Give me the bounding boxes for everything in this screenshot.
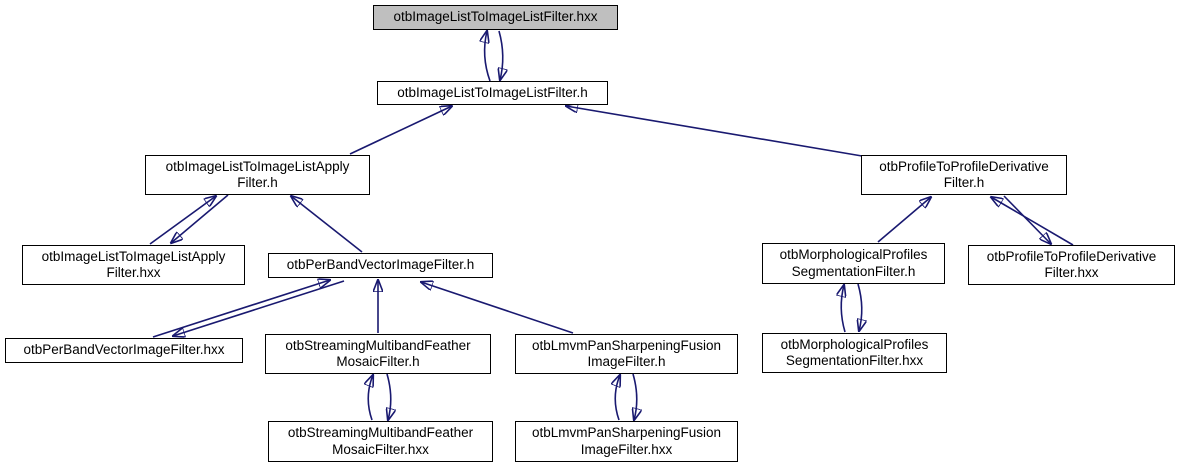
node-otbMorphologicalProfilesSegmentationFilter-hxx[interactable]: otbMorphologicalProfiles SegmentationFil… <box>762 333 947 373</box>
node-otbImageListToImageListApplyFilter-h[interactable]: otbImageListToImageListApply Filter.h <box>145 155 370 195</box>
node-otbPerBandVectorImageFilter-hxx[interactable]: otbPerBandVectorImageFilter.hxx <box>5 338 243 363</box>
edge-n2-n1 <box>485 31 491 82</box>
edge-n8-n4 <box>991 197 1074 246</box>
edge-n14-n11 <box>615 375 620 421</box>
edge-n5-n3 <box>149 196 216 245</box>
node-otbImageListToImageListApplyFilter-hxx[interactable]: otbImageListToImageListApply Filter.hxx <box>22 245 245 285</box>
edge-n13-n10 <box>368 375 373 421</box>
edge-n7-n4 <box>877 197 931 243</box>
node-otbStreamingMultibandFeatherMosaicFilter-hxx[interactable]: otbStreamingMultibandFeather MosaicFilte… <box>268 421 493 462</box>
edge-n3-n2 <box>349 106 452 155</box>
node-label: otbImageListToImageListApply Filter.h <box>165 158 350 190</box>
node-otbLmvmPanSharpeningFusionImageFilter-h[interactable]: otbLmvmPanSharpeningFusion ImageFilter.h <box>515 334 738 374</box>
edge-n12-n7 <box>841 285 845 333</box>
node-label: otbImageListToImageListApply Filter.hxx <box>41 248 226 280</box>
node-otbPerBandVectorImageFilter-h[interactable]: otbPerBandVectorImageFilter.h <box>268 253 493 278</box>
edge-n1-n2 <box>499 30 503 80</box>
node-label: otbImageListToImageListFilter.h <box>397 84 588 100</box>
node-label: otbMorphologicalProfiles SegmentationFil… <box>780 336 929 368</box>
edge-n6-n3 <box>291 196 363 253</box>
edge-n4-n8 <box>1003 195 1051 244</box>
edge-n7-n12 <box>858 283 862 331</box>
node-label: otbLmvmPanSharpeningFusion ImageFilter.h <box>531 337 722 369</box>
node-otbStreamingMultibandFeatherMosaicFilter-h[interactable]: otbStreamingMultibandFeather MosaicFilte… <box>265 334 491 374</box>
edge-n10-n13 <box>387 373 391 420</box>
edge-n6-n9 <box>173 280 345 336</box>
node-label: otbProfileToProfileDerivative Filter.h <box>879 158 1049 190</box>
node-label: otbPerBandVectorImageFilter.hxx <box>23 342 225 358</box>
edge-n3-n5 <box>171 194 229 243</box>
node-otbProfileToProfileDerivativeFilter-hxx[interactable]: otbProfileToProfileDerivative Filter.hxx <box>968 245 1175 285</box>
node-label: otbPerBandVectorImageFilter.h <box>286 257 475 273</box>
edge-n11-n6 <box>421 282 574 334</box>
edge-n9-n6 <box>152 280 330 338</box>
node-label: otbStreamingMultibandFeather MosaicFilte… <box>287 425 474 457</box>
node-otbImageListToImageListFilter-hxx: otbImageListToImageListFilter.hxx <box>373 5 618 30</box>
node-otbLmvmPanSharpeningFusionImageFilter-hxx[interactable]: otbLmvmPanSharpeningFusion ImageFilter.h… <box>515 421 738 462</box>
node-label: otbLmvmPanSharpeningFusion ImageFilter.h… <box>531 425 722 457</box>
edge-n4-n2 <box>566 106 863 157</box>
node-label: otbMorphologicalProfiles SegmentationFil… <box>779 247 928 279</box>
node-otbImageListToImageListFilter-h[interactable]: otbImageListToImageListFilter.h <box>377 81 608 105</box>
node-label: otbStreamingMultibandFeather MosaicFilte… <box>285 337 471 369</box>
node-otbMorphologicalProfilesSegmentationFilter-h[interactable]: otbMorphologicalProfiles SegmentationFil… <box>762 243 945 284</box>
edge-n11-n14 <box>633 373 637 420</box>
node-label: otbProfileToProfileDerivative Filter.hxx <box>986 248 1157 280</box>
node-label: otbImageListToImageListFilter.hxx <box>393 9 598 25</box>
node-otbProfileToProfileDerivativeFilter-h[interactable]: otbProfileToProfileDerivative Filter.h <box>861 155 1067 195</box>
